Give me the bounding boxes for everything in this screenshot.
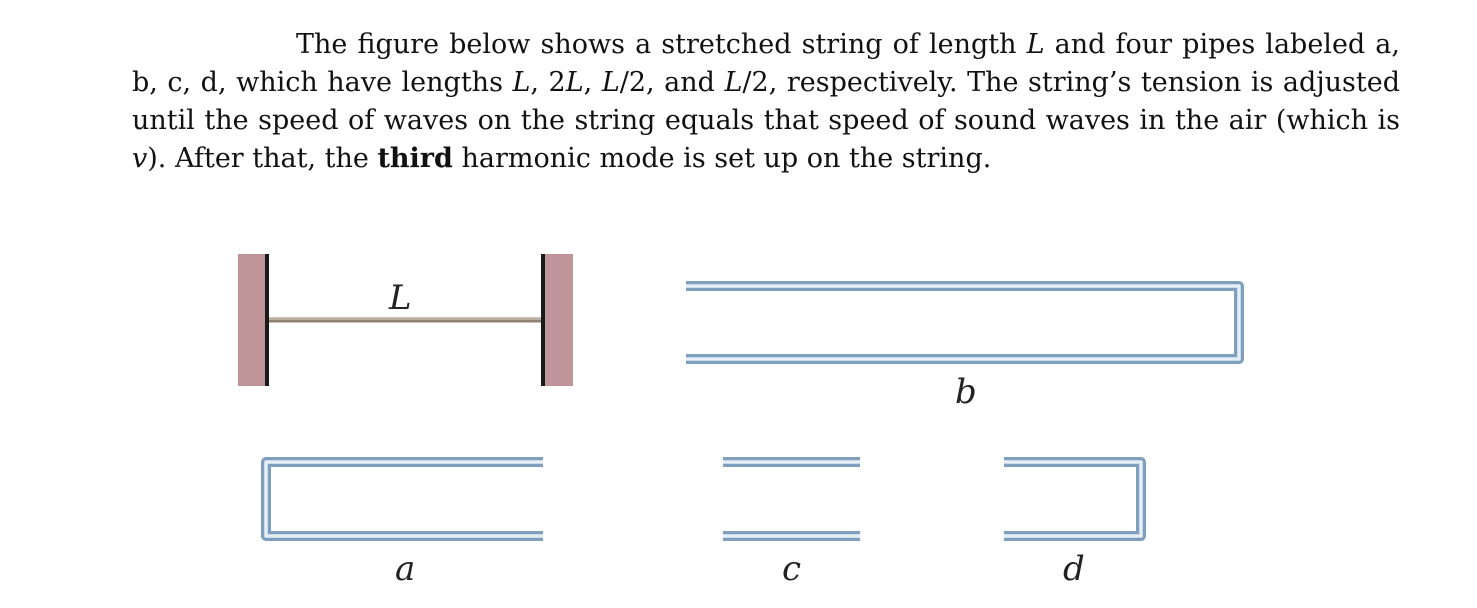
- string-length-label: L: [388, 278, 412, 318]
- right-wall-edge: [541, 254, 545, 386]
- left-wall-edge: [265, 254, 269, 386]
- problem-text-8: harmonic mode is set up on the string.: [452, 143, 992, 174]
- right-wall: [543, 254, 573, 386]
- pipe-c: c: [723, 457, 860, 589]
- problem-text-2: and four pipes labeled a, b, c, d, which…: [132, 29, 1400, 98]
- math-L: L: [601, 67, 620, 98]
- pipe-d: d: [1004, 457, 1146, 589]
- problem-text-7: ). After that, the: [147, 143, 378, 174]
- problem-text-4: ,: [583, 67, 602, 98]
- pipe-a: a: [261, 457, 543, 589]
- math-L: L: [565, 67, 584, 98]
- problem-text-5: /2, and: [619, 67, 725, 98]
- pipe-b: b: [686, 281, 1244, 412]
- problem-text-6: /2, respectively. The string’s tension i…: [132, 67, 1400, 136]
- pipe-c-label: c: [782, 549, 801, 589]
- left-wall: [238, 254, 268, 386]
- math-v: v: [132, 143, 148, 174]
- problem-statement: The figure below shows a stretched strin…: [132, 26, 1400, 178]
- string-apparatus: L: [238, 254, 573, 386]
- problem-text-1: The figure below shows a stretched strin…: [296, 29, 1027, 60]
- math-L: L: [724, 67, 743, 98]
- pipe-a-label: a: [395, 549, 415, 589]
- math-L: L: [512, 67, 531, 98]
- problem-text-3: , 2: [530, 67, 566, 98]
- pipe-d-label: d: [1063, 549, 1085, 589]
- math-L: L: [1026, 29, 1045, 60]
- bold-third: third: [377, 143, 453, 174]
- pipe-b-label: b: [955, 372, 977, 412]
